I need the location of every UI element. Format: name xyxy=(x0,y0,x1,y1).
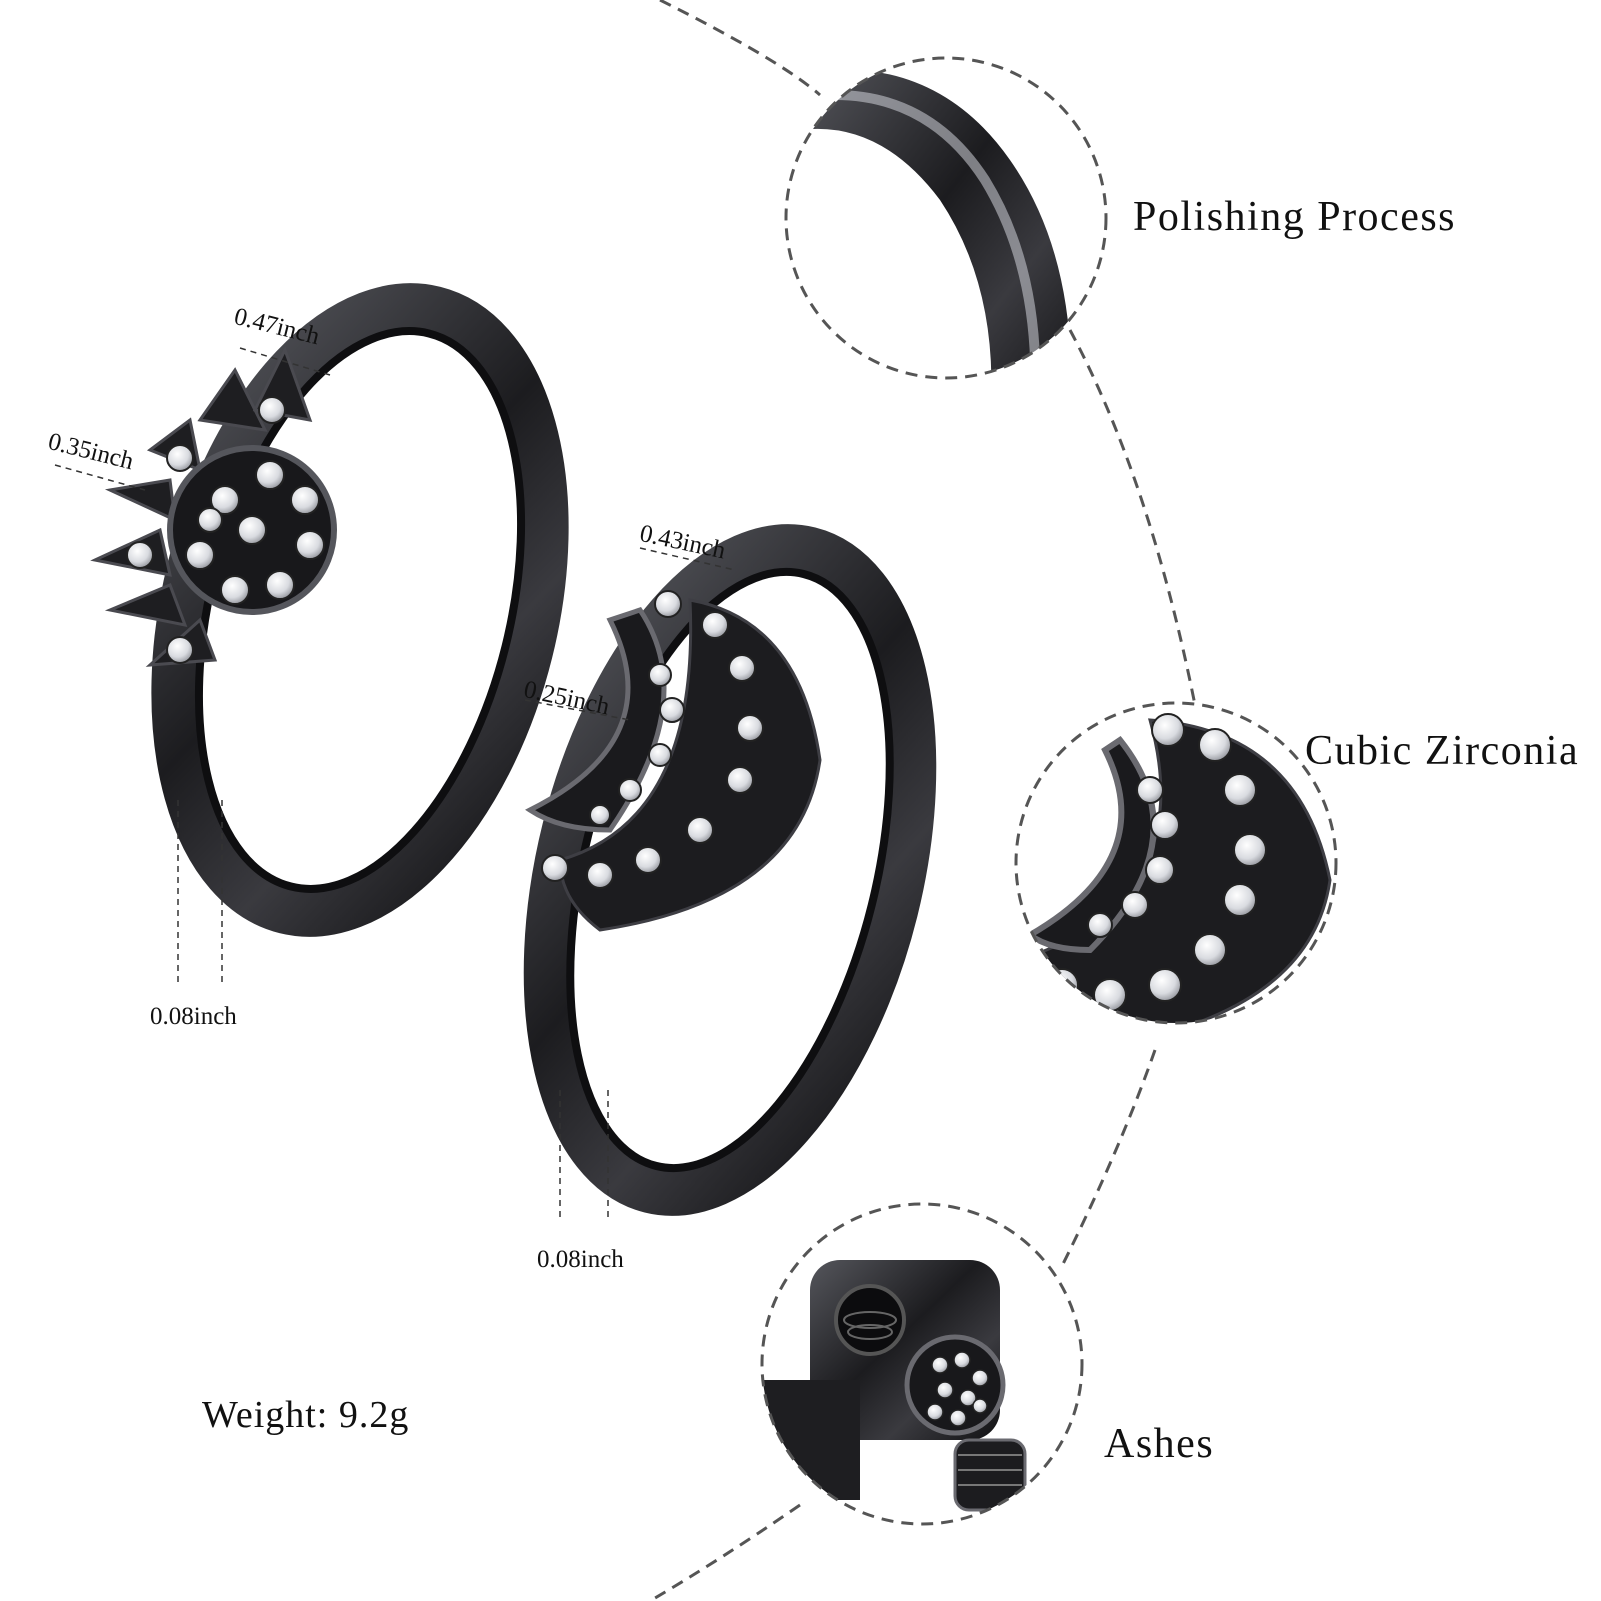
cubic-zirconia-label: Cubic Zirconia xyxy=(1305,728,1580,774)
polishing-detail xyxy=(784,56,1108,380)
connector-dashed-line xyxy=(649,0,1197,1601)
ashes-detail xyxy=(760,1202,1084,1526)
sun-band-dimension: 0.08inch xyxy=(150,1003,237,1030)
ashes-label: Ashes xyxy=(1104,1421,1215,1467)
sun-ring xyxy=(90,283,569,937)
weight-label: Weight: 9.2g xyxy=(202,1394,410,1436)
dimension-guides xyxy=(54,347,736,1220)
moon-band-dimension: 0.08inch xyxy=(537,1246,624,1273)
polishing-process-label: Polishing Process xyxy=(1133,194,1457,240)
zirconia-detail xyxy=(1014,701,1338,1025)
moon-ring xyxy=(523,524,937,1216)
